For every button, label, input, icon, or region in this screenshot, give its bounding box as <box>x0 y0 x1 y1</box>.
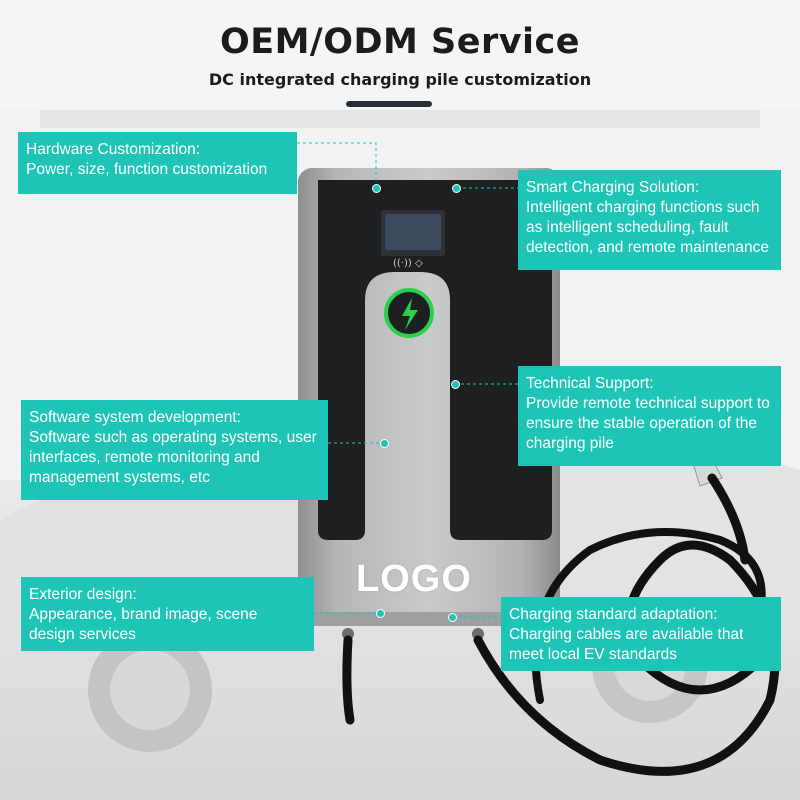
callout-dot-technical-support <box>451 380 460 389</box>
product-logo-placeholder: LOGO <box>356 558 472 600</box>
callout-title: Charging standard adaptation: <box>509 606 718 623</box>
callout-hardware-customization: Hardware Customization: Power, size, fun… <box>18 132 297 194</box>
svg-text:((·)) ◇: ((·)) ◇ <box>393 258 423 269</box>
callout-dot-charging-standard <box>448 613 457 622</box>
callout-dot-exterior <box>376 609 385 618</box>
callout-dot-hardware <box>372 184 381 193</box>
callout-body: Provide remote technical support to ensu… <box>526 395 770 452</box>
callout-body: Power, size, function customization <box>26 161 268 178</box>
callout-title: Exterior design: <box>29 586 137 603</box>
callout-dot-smart-charging <box>452 184 461 193</box>
callout-smart-charging-solution: Smart Charging Solution: Intelligent cha… <box>518 170 781 270</box>
callout-software-system-development: Software system development: Software su… <box>21 400 328 500</box>
callout-title: Software system development: <box>29 409 241 426</box>
callout-title: Technical Support: <box>526 375 654 392</box>
callout-technical-support: Technical Support: Provide remote techni… <box>518 366 781 466</box>
callout-body: Appearance, brand image, scene design se… <box>29 606 258 643</box>
callout-body: Charging cables are available that meet … <box>509 626 744 663</box>
page-title: OEM/ODM Service <box>219 22 581 62</box>
callout-title: Smart Charging Solution: <box>526 179 700 196</box>
callout-charging-standard-adaptation: Charging standard adaptation: Charging c… <box>501 597 781 671</box>
callout-body: Software such as operating systems, user… <box>29 429 317 486</box>
callout-title: Hardware Customization: <box>26 141 201 158</box>
callout-body: Intelligent charging functions such as i… <box>526 199 769 256</box>
callout-dot-software <box>380 439 389 448</box>
callout-exterior-design: Exterior design: Appearance, brand image… <box>21 577 314 651</box>
title-underline <box>346 101 432 107</box>
page-subtitle: DC integrated charging pile customizatio… <box>208 70 592 89</box>
